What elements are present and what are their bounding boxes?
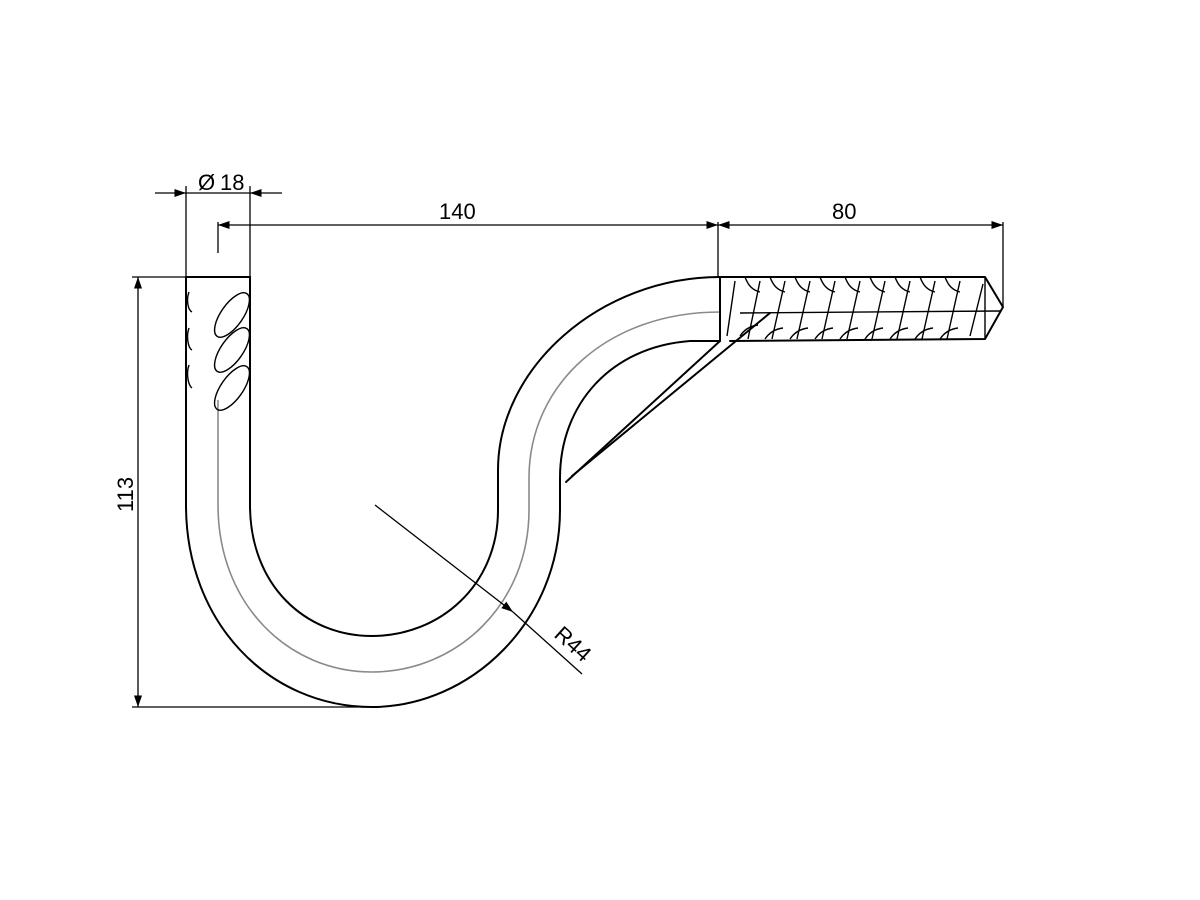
screw-length-label: 80 [832, 199, 856, 224]
dimension-screw-length: 80 [718, 199, 1004, 307]
height-label: 113 [113, 477, 138, 512]
bend-lower-edge-2 [571, 312, 771, 477]
diameter-value: 18 [220, 170, 244, 195]
screw-thread [719, 276, 1004, 342]
hook-centerline [217, 311, 721, 673]
diameter-symbol: Ø [198, 170, 215, 195]
shank-thread-marks [186, 291, 251, 411]
dimension-radius: R44 [374, 504, 597, 675]
hook-body [185, 276, 771, 708]
dimension-height: 113 [113, 276, 372, 708]
dimension-diameter: Ø 18 [155, 170, 282, 277]
dimension-hook-length: 140 [217, 199, 719, 277]
bend-lower-edge [565, 340, 721, 483]
bend-inner-edge [559, 340, 721, 479]
hook-shank-inner-edge [249, 276, 721, 637]
hook-length-label: 140 [439, 199, 476, 224]
radius-label: R44 [550, 621, 597, 667]
hook-shank-outer-edge [185, 276, 561, 708]
